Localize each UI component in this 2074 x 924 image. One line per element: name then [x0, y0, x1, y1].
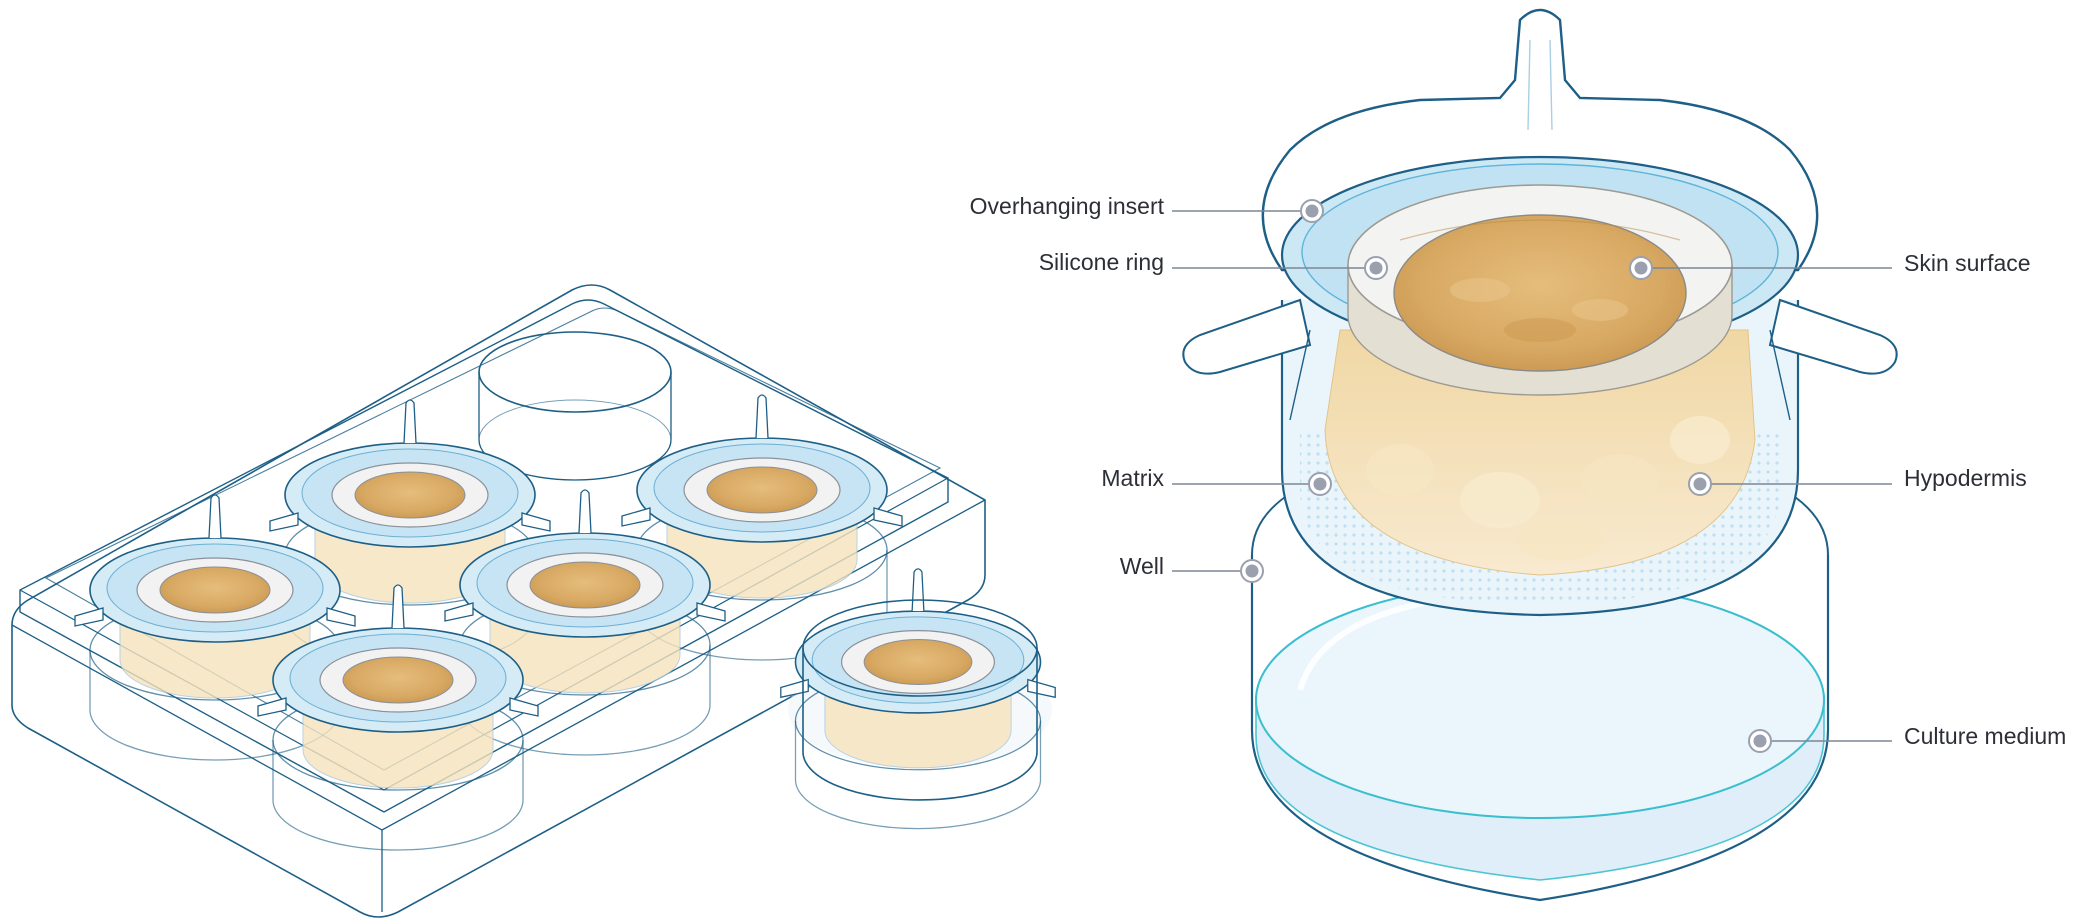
marker-well	[1240, 559, 1264, 583]
label-well: Well	[1119, 553, 1164, 579]
label-hypodermis: Hypodermis	[1904, 465, 2027, 491]
empty-well	[478, 331, 672, 481]
label-silicone-ring: Silicone ring	[1038, 249, 1164, 275]
label-matrix: Matrix	[1101, 465, 1164, 491]
marker-matrix	[1308, 472, 1332, 496]
marker-culture-medium	[1748, 729, 1772, 753]
markers	[1240, 199, 1772, 753]
plate-base	[11, 284, 986, 918]
skin-surface-disc	[1393, 214, 1687, 372]
well-body	[1250, 555, 1830, 902]
six-well-plate	[11, 284, 986, 918]
left-handle	[1182, 298, 1312, 375]
hypodermis-tissue	[1324, 329, 1756, 576]
label-culture-medium: Culture medium	[1904, 723, 2067, 749]
label-skin-surface: Skin surface	[1904, 250, 2031, 276]
single-well	[780, 568, 1056, 830]
marker-overhanging-insert	[1300, 199, 1324, 223]
marker-hypodermis	[1688, 472, 1712, 496]
annotations	[1172, 210, 1892, 742]
label-overhanging-insert: Overhanging insert	[969, 193, 1164, 219]
plate-rim	[19, 299, 949, 813]
insert-detail	[1182, 8, 1898, 902]
marker-silicone-ring	[1364, 256, 1388, 280]
marker-skin-surface	[1629, 256, 1653, 280]
right-handle	[1768, 298, 1898, 375]
